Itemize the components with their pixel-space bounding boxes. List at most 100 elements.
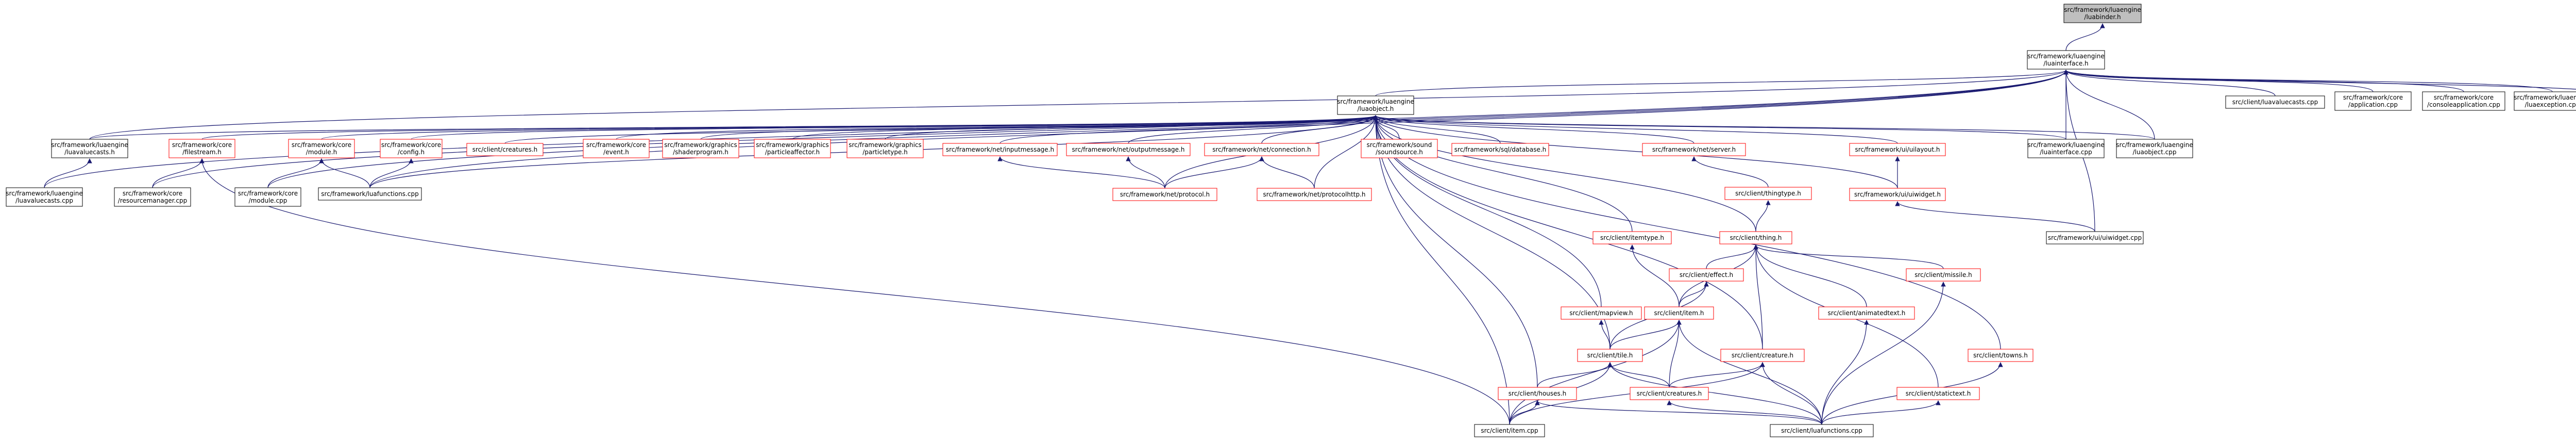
node-label: /luaobject.h [1358, 105, 1394, 112]
include-edge [1607, 362, 1822, 425]
node-label: src/framework/luaengine [2116, 141, 2193, 149]
graph-node-event[interactable]: src/framework/core/event.h [583, 139, 650, 158]
graph-node-particletype[interactable]: src/framework/graphics/particletype.h [846, 139, 924, 158]
node-label: src/framework/ui/uiwidget.cpp [2048, 234, 2142, 241]
node-label: /shaderprogram.h [673, 149, 728, 156]
node-box [1968, 349, 2033, 362]
graph-node-sqldatabase[interactable]: src/framework/sql/database.h [1451, 143, 1549, 156]
node-box [1644, 306, 1714, 320]
graph-node-luafunctions-cl[interactable]: src/client/luafunctions.cpp [1770, 424, 1874, 437]
node-label: /luainterface.cpp [2040, 149, 2092, 156]
graph-node-cl-luavaluecasts[interactable]: src/client/luavaluecasts.cpp [2225, 95, 2325, 109]
graph-node-towns[interactable]: src/client/towns.h [1968, 349, 2033, 362]
node-box [1204, 143, 1319, 156]
node-box [380, 139, 443, 158]
graph-node-luainterface[interactable]: src/framework/luaengine/luainterface.h [2027, 50, 2105, 70]
graph-node-mapview[interactable]: src/client/mapview.h [1561, 306, 1642, 320]
graph-node-protocolhttp[interactable]: src/framework/net/protocolhttp.h [1257, 188, 1372, 201]
graph-node-statictext[interactable]: src/client/statictext.h [1896, 387, 1980, 400]
graph-node-thing[interactable]: src/client/thing.h [1719, 231, 1792, 244]
include-edge [1373, 115, 2155, 140]
node-label: src/framework/luaengine [2514, 94, 2576, 101]
graph-node-root[interactable]: src/framework/luaengine/luabinder.h [2063, 4, 2142, 23]
include-edge [1607, 362, 1670, 388]
graph-node-effect[interactable]: src/client/effect.h [1669, 268, 1744, 282]
graph-node-luafunctions-fw[interactable]: src/framework/luafunctions.cpp [318, 187, 422, 201]
graph-node-module-h[interactable]: src/framework/core/module.h [288, 139, 355, 158]
graph-node-consoleapp[interactable]: src/framework/core/consoleapplication.cp… [2422, 91, 2505, 111]
node-box [662, 139, 739, 158]
node-label: /luaobject.cpp [2133, 149, 2177, 156]
node-label: /application.cpp [2348, 101, 2398, 108]
graph-node-server[interactable]: src/framework/net/server.h [1642, 143, 1746, 156]
node-label: src/framework/core [123, 190, 182, 197]
graph-node-application[interactable]: src/framework/core/application.cpp [2334, 91, 2412, 111]
node-label: src/framework/net/outputmessage.h [1072, 146, 1185, 153]
include-edge [1895, 201, 2095, 232]
graph-node-protocol-h[interactable]: src/framework/net/protocol.h [1112, 188, 1217, 201]
graph-node-tile[interactable]: src/client/tile.h [1577, 349, 1643, 362]
graph-node-resourcemanager[interactable]: src/framework/core/resourcemanager.cpp [114, 187, 191, 207]
node-label: src/client/luafunctions.cpp [1781, 427, 1862, 434]
graph-node-luainterface-cpp[interactable]: src/framework/luaengine/luainterface.cpp [2027, 139, 2105, 158]
graph-node-luaobject[interactable]: src/framework/luaengine/luaobject.h [1337, 95, 1414, 115]
node-label: /module.h [306, 149, 337, 156]
node-box [1669, 268, 1744, 282]
node-box [234, 187, 301, 207]
node-label: /config.h [398, 149, 425, 156]
graph-node-animatedtext[interactable]: src/client/animatedtext.h [1818, 306, 1915, 320]
node-label: /event.h [603, 149, 629, 156]
graph-node-particleaffector[interactable]: src/framework/graphics/particleaffector.… [754, 139, 831, 158]
node-label: src/framework/ui/uilayout.h [1855, 146, 1940, 153]
graph-node-itemtype[interactable]: src/client/itemtype.h [1592, 231, 1672, 244]
node-box [1592, 231, 1672, 244]
include-edge [1753, 244, 1944, 269]
graph-node-filestream[interactable]: src/framework/core/filestream.h [168, 139, 235, 158]
node-label: src/client/item.cpp [1481, 427, 1538, 434]
node-box [2334, 91, 2412, 111]
include-edge [199, 158, 1510, 425]
node-box [1474, 424, 1545, 437]
graph-node-thingtype[interactable]: src/client/thingtype.h [1724, 187, 1812, 200]
graph-node-houses[interactable]: src/client/houses.h [1498, 387, 1577, 400]
node-label: src/client/luavaluecasts.cpp [2232, 99, 2318, 106]
node-layer: src/framework/luaengine/luabinder.h src/f… [6, 4, 2576, 437]
include-edge [1691, 156, 1769, 188]
graph-node-luavaluecasts-cpp[interactable]: src/framework/luaengine/luavaluecasts.cp… [6, 187, 83, 207]
include-edge [1676, 320, 1822, 425]
graph-node-uiwidget-h[interactable]: src/framework/ui/uiwidget.h [1849, 188, 1946, 201]
graph-node-uiwidget-cpp[interactable]: src/framework/ui/uiwidget.cpp [2046, 231, 2144, 244]
node-label: src/client/towns.h [1973, 352, 2028, 359]
graph-node-soundsource[interactable]: src/framework/sound/soundsource.h [1361, 139, 1438, 158]
graph-node-module-cpp[interactable]: src/framework/core/module.cpp [234, 187, 301, 207]
graph-node-item-h[interactable]: src/client/item.h [1644, 306, 1714, 320]
graph-node-inputmessage[interactable]: src/framework/net/inputmessage.h [942, 143, 1058, 156]
graph-node-connection[interactable]: src/framework/net/connection.h [1204, 143, 1319, 156]
include-edge [44, 70, 2069, 188]
graph-node-missile[interactable]: src/client/missile.h [1906, 268, 1981, 282]
include-edge [1373, 115, 1763, 350]
node-box [1577, 349, 1643, 362]
graph-node-shaderprogram[interactable]: src/framework/graphics/shaderprogram.h [662, 139, 739, 158]
include-edge [1609, 320, 1682, 350]
graph-node-luaobject-cpp[interactable]: src/framework/luaengine/luaobject.cpp [2116, 139, 2193, 158]
graph-node-creatures-cpp[interactable]: src/client/creatures.h [1630, 387, 1709, 400]
node-label: src/framework/graphics [849, 141, 922, 149]
node-box [466, 143, 544, 156]
include-edge [1669, 320, 1682, 388]
graph-node-item-cpp[interactable]: src/client/item.cpp [1474, 424, 1545, 437]
node-box [318, 187, 422, 201]
include-edge [2063, 70, 2576, 90]
node-label: src/framework/core [2434, 94, 2494, 101]
graph-node-creature-h[interactable]: src/client/creature.h [1720, 349, 1805, 362]
graph-node-outputmessage[interactable]: src/framework/net/outputmessage.h [1066, 143, 1191, 156]
include-edge [997, 156, 1165, 189]
graph-node-config[interactable]: src/framework/core/config.h [380, 139, 443, 158]
node-box [1498, 387, 1577, 400]
include-edge [1753, 244, 1763, 350]
node-box [1066, 143, 1191, 156]
graph-node-creatures-h[interactable]: src/client/creatures.h [466, 143, 544, 156]
graph-node-luaexception[interactable]: src/framework/luaengine/luaexception.cpp [2514, 91, 2576, 111]
graph-node-uilayout[interactable]: src/framework/ui/uilayout.h [1849, 143, 1946, 156]
graph-node-luavaluecasts-h[interactable]: src/framework/luaengine/luavaluecasts.h [51, 139, 128, 158]
